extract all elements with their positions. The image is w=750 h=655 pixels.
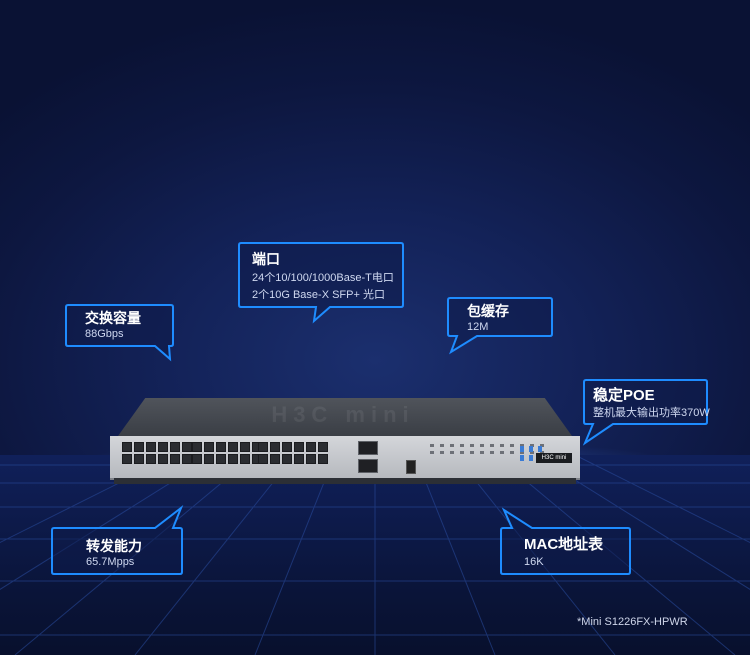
brand-badge: H3C mini — [536, 453, 572, 463]
callout-forwarding-title: 转发能力 — [86, 538, 142, 554]
switch-front-panel: H3C mini — [110, 436, 580, 480]
callout-forwarding-value: 65.7Mpps — [86, 556, 135, 568]
switch-base — [114, 478, 576, 484]
callout-ports-title: 端口 — [252, 251, 280, 267]
callout-switching-capacity-frame — [65, 304, 174, 362]
callout-switching-capacity: 交换容量 88Gbps — [65, 304, 175, 362]
callout-ports-line1: 24个10/100/1000Base-T电口 — [252, 272, 394, 284]
callout-poe-frame — [582, 379, 708, 446]
rj45-port-group-3 — [258, 442, 329, 464]
callout-poe: 稳定POE 整机最大输出功率370W — [582, 379, 710, 446]
console-port — [406, 460, 416, 474]
rj45-port-group-2 — [192, 442, 263, 464]
callout-poe-title: 稳定POE — [593, 387, 655, 404]
callout-ports: 端口 24个10/100/1000Base-T电口 2个10G Base-X S… — [238, 242, 404, 324]
callout-mac-table: MAC地址表 16K — [500, 507, 634, 578]
callout-buffer-value: 12M — [467, 321, 489, 333]
callout-switching-capacity-title: 交换容量 — [85, 310, 141, 326]
callout-forwarding: 转发能力 65.7Mpps — [51, 504, 185, 576]
callout-ports-line2: 2个10G Base-X SFP+ 光口 — [252, 289, 385, 301]
switch-top-panel: H3C mini — [118, 398, 572, 436]
callout-buffer: 包缓存 12M — [447, 297, 555, 355]
callout-buffer-frame — [447, 297, 553, 355]
model-footnote: *Mini S1226FX-HPWR — [577, 616, 688, 628]
callout-switching-capacity-value: 88Gbps — [85, 328, 124, 340]
callout-ports-frame — [238, 242, 404, 324]
callout-mac-table-frame — [500, 507, 631, 575]
sfp-ports — [358, 441, 378, 473]
status-leds — [430, 444, 547, 454]
callout-mac-table-title: MAC地址表 — [524, 536, 604, 553]
callout-buffer-title: 包缓存 — [467, 303, 509, 319]
network-switch: H3C mini H3C mini — [110, 398, 580, 486]
callout-poe-value: 整机最大输出功率370W — [593, 407, 710, 419]
switch-top-logo: H3C mini — [271, 402, 415, 427]
rj45-port-group-1 — [122, 442, 193, 464]
callout-forwarding-frame — [51, 504, 184, 575]
callout-mac-table-value: 16K — [524, 556, 544, 568]
